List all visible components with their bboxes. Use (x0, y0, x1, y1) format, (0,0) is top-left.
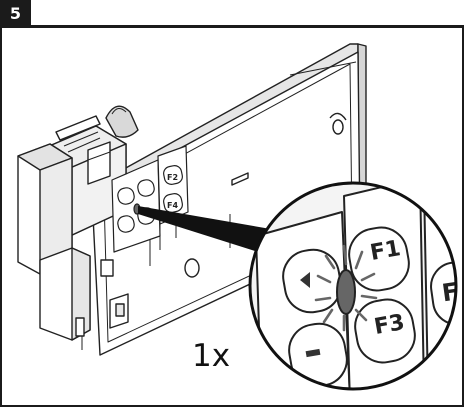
led-indicator (336, 269, 356, 315)
key-label-f4: F4 (167, 201, 178, 210)
zoom-key-f1[interactable] (345, 223, 413, 294)
zoom-key-f3[interactable] (351, 295, 419, 366)
zoom-label-f1: F1 (368, 236, 402, 266)
led-blink-rays (314, 244, 378, 332)
keypad-small-f2-key[interactable] (162, 164, 183, 185)
mounting-bracket (17, 105, 139, 341)
zoom-inset: F1 F3 F (248, 181, 460, 391)
keypad-small-f4-key[interactable] (162, 192, 183, 213)
key-label-f2: F2 (167, 173, 178, 182)
press-count-label: 1x (192, 338, 230, 374)
keypad-small-button-2[interactable] (137, 179, 156, 198)
keypad-small: F2 F4 (111, 145, 189, 253)
keypad-small-button-3[interactable] (117, 215, 136, 234)
keypad-small-button-1[interactable] (117, 187, 136, 206)
zoom-label-f3: F3 (372, 310, 406, 340)
step-number-badge: 5 (0, 0, 31, 27)
header-rule (0, 25, 464, 28)
zoom-beam (138, 206, 290, 262)
